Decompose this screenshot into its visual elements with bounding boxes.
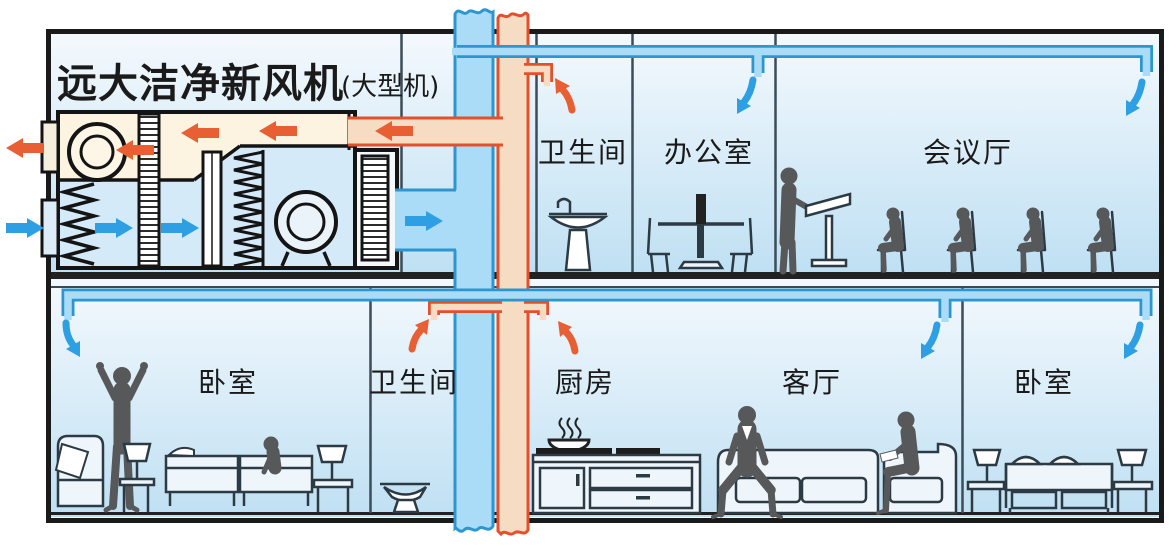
sofa [716,448,880,515]
speaker-silhouette [779,167,824,275]
exhaust-riser-duct [496,11,530,537]
room-label-bathroom-lower: 卫生间 [369,366,459,399]
room-label-kitchen: 厨房 [555,366,615,399]
toilet [380,482,430,514]
bathroom-upper-sink [547,197,609,272]
supply-arrow-conference [1126,78,1146,116]
supply-arrow-living-room [921,321,941,359]
exhaust-branch-lower-bathroom [428,301,508,320]
living-room-furniture [711,406,958,519]
suit-man-silhouette [711,406,783,519]
exhaust-main-duct [348,116,512,147]
pillow [1046,455,1082,466]
pillow [166,446,195,458]
double-bed [1004,455,1114,513]
table-object [696,194,706,224]
diagram-title: 远大洁净新风机 [57,61,344,107]
heat-exchanger-core [137,112,161,268]
building-outline [46,29,1164,523]
exhaust-arrow-lower-bathroom [408,319,429,353]
fresh-air-riser-duct [453,8,495,533]
fresh-main-duct [395,188,465,252]
room-label-conference-hall: 会议厅 [923,136,1013,169]
room-label-bathroom-upper: 卫生间 [538,136,628,169]
cooktop [536,448,612,455]
bedroom-right-furniture [966,448,1154,513]
pillow [54,442,90,480]
floor-slab [51,272,1161,279]
nightstand-lamp [312,444,354,512]
supply-arrow-bedroom-right [1124,321,1144,359]
chair [646,217,670,273]
supply-arrow-office [737,76,757,114]
exhaust-fan [67,122,127,182]
nightstand-lamp [118,442,156,512]
chair [730,217,754,273]
upper-ceiling-duct [452,45,1153,77]
sitting-woman-silhouette [261,436,282,475]
conference-furniture [779,167,1115,275]
exhaust-wall-collar [40,120,60,174]
bedroom-left-furniture [54,362,354,513]
nightstand-lamp [966,448,1006,512]
supply-arrow-bedroom-left [62,319,80,357]
faucet-icon [556,197,572,214]
intake-filter-zigzag [57,182,101,266]
reading-man-silhouette [876,411,920,515]
kitchen-counter [531,453,702,515]
kitchen-furniture [531,417,702,515]
nightstand-lamp [1112,448,1154,512]
room-label-living-room: 客厅 [782,366,842,399]
fresh-air-machine [56,110,399,270]
fine-filter-comb [233,150,264,268]
intake-wall-collar [40,198,60,258]
room-label-office: 办公室 [664,136,754,169]
exhaust-air-arrows [408,78,579,355]
exhaust-arrow-kitchen [558,321,579,355]
supply-air-arrows [62,76,1146,359]
room-label-bedroom-right: 卧室 [1014,366,1074,399]
interior-walls [369,34,964,513]
supply-fan [274,190,338,267]
steam-icon [558,417,582,439]
office-furniture [646,194,754,273]
diagram-title-suffix: (大型机) [341,72,439,102]
exhaust-branch-upper-bathroom [518,63,553,86]
lower-ceiling-duct [61,288,1153,322]
stretching-man-silhouette [96,362,148,513]
exhaust-branch-kitchen [518,301,549,320]
pillow [1008,455,1044,466]
room-label-bedroom-left: 卧室 [198,366,258,399]
podium [804,192,852,268]
single-bed [164,446,240,506]
exhaust-arrow-upper-bathroom [555,78,576,114]
